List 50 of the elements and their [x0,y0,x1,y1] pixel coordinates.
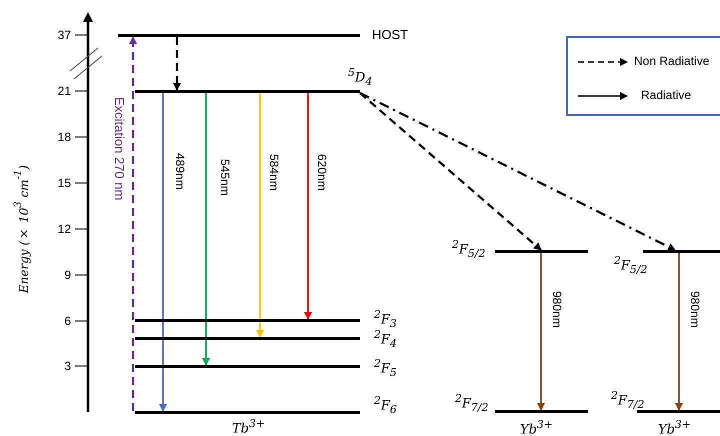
ion-label: Yb$^{3+}$ [520,420,553,436]
level-label: HOST [372,28,408,41]
energy-level-line [495,410,588,413]
energy-level-line [643,250,720,253]
dashed-arrow [360,92,676,251]
edge-label: Excitation 270 nm [113,96,126,202]
energy-level-line [118,34,360,37]
tick-label: 15 [56,177,71,189]
energy-level-line [135,319,360,322]
edge-label: 980nm [551,290,563,329]
level-label: $^{2}$F$_{6}$ [374,396,397,416]
legend-label: Non Radiative [634,55,710,67]
ion-label: Yb$^{3+}$ [658,420,691,436]
edge-label: 980nm [689,290,701,329]
legend-label: Radiative [641,89,692,101]
ion-label: Tb$^{3+}$ [232,419,265,436]
level-label: $^{2}$F$_{3}$ [374,310,397,330]
level-label: $^{2}$F$_{7/2}$ [611,391,644,411]
tick-label: 18 [56,131,71,143]
tick-label: 3 [63,360,71,372]
edge-label: 489nm [174,152,186,191]
arrow [256,93,264,338]
dashed-arrow [359,92,542,251]
edge-label: 620nm [316,153,328,192]
level-label: $^{5}$D$_{4}$ [348,68,372,88]
tick-label: 21 [56,85,71,97]
energy-level-line [135,365,360,368]
edge-label: 584nm [268,153,280,192]
level-label: $^{2}$F$_{5}$ [374,359,397,379]
energy-level-line [135,337,360,340]
tick-label: 6 [63,315,71,327]
dashed-arrow [129,36,137,411]
arrow [159,93,167,412]
energy-level-line [135,411,360,414]
dashed-arrow [173,37,181,91]
level-label: $^{2}$F$_{5/2}$ [452,240,486,260]
arrow [304,93,312,320]
energy-level-line [495,250,588,253]
arrow [675,253,683,411]
level-label: $^{2}$F$_{4}$ [374,330,397,350]
level-label: $^{2}$F$_{7/2}$ [455,394,488,414]
arrow [202,93,210,366]
tick-label: 12 [56,223,71,235]
tick-label: 37 [56,29,71,41]
energy-level-line [637,410,720,413]
level-label: $^{2}$F$_{5/2}$ [614,256,648,276]
edge-label: 545nm [219,158,231,197]
arrow [537,253,545,411]
energy-level-line [135,90,360,93]
tick-label: 9 [63,269,71,281]
